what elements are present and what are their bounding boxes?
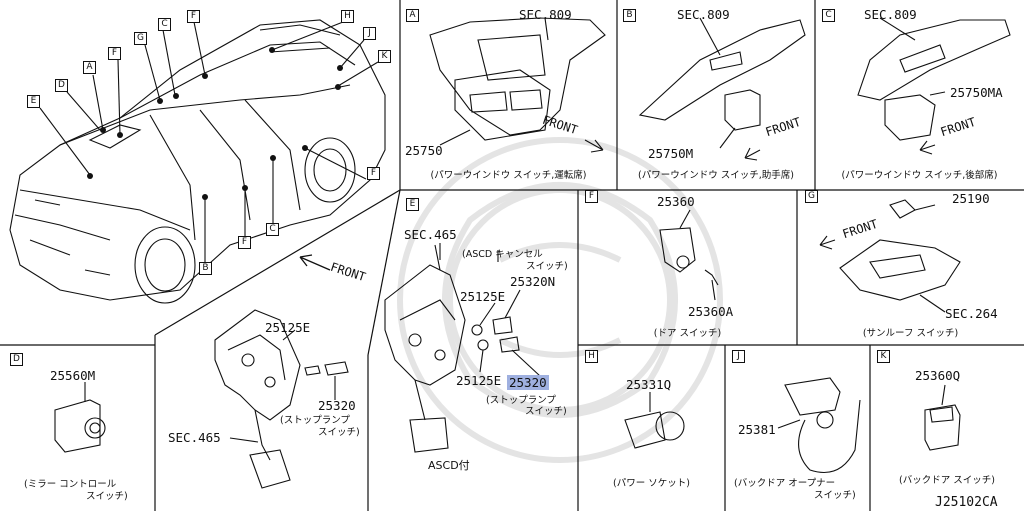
panel-a-sec: SEC.809 [519, 7, 572, 22]
panel-h-part: 25331Q [626, 377, 672, 392]
panel-e-sec: SEC.465 [404, 227, 457, 242]
callout-f3[interactable]: F [367, 167, 380, 180]
d-switch-drawing [54, 382, 106, 453]
panel-e-ascd-caption-2: スイッチ) [526, 261, 568, 272]
panel-a-part: 25750 [405, 143, 443, 158]
callout-j[interactable]: J [363, 27, 376, 40]
panel-e-letter: E [406, 198, 419, 211]
car-connector-dots [87, 47, 343, 200]
left-pedal-assembly [214, 309, 349, 489]
panel-d-caption-2: スイッチ) [86, 491, 128, 502]
callout-f[interactable]: F [187, 10, 200, 23]
panel-j-letter: J [732, 350, 745, 363]
car-illustration [9, 19, 386, 304]
callout-g[interactable]: G [134, 32, 147, 45]
k-switch-drawing [924, 384, 961, 451]
panel-e-part-25125e-bottom: 25125E [456, 373, 502, 388]
c-switch-drawing [857, 17, 1011, 155]
panel-k-part: 25360Q [915, 368, 961, 383]
panel-e-ascd-caption-1: (ASCD キャンセル [462, 249, 543, 260]
callout-a[interactable]: A [83, 61, 96, 74]
panel-f-caption: (ドア スイッチ) [653, 328, 722, 339]
panel-e-part-25320-highlighted[interactable]: 25320 [507, 375, 549, 390]
a-switch-drawing [429, 17, 606, 153]
panel-h-letter: H [585, 350, 598, 363]
panel-f-part-25360: 25360 [657, 194, 695, 209]
callout-b[interactable]: B [199, 262, 212, 275]
callout-c[interactable]: C [158, 18, 171, 31]
e-pedal-assembly [384, 243, 541, 453]
panel-d-part: 25560M [50, 368, 96, 383]
panel-f-letter: F [585, 190, 598, 203]
panel-d-letter: D [10, 353, 23, 366]
panel-f-part-25360a: 25360A [688, 304, 734, 319]
diagram-code: J25102CA [935, 495, 998, 510]
left-front-arrow [299, 254, 331, 271]
callout-d[interactable]: D [55, 79, 68, 92]
panel-k-letter: K [877, 350, 890, 363]
panel-c-part: 25750MA [950, 85, 1003, 100]
callout-c2[interactable]: C [266, 223, 279, 236]
panel-b-caption: (パワーウインドウ スイッチ,助手席) [638, 170, 794, 181]
panel-g-caption: (サンルーフ スイッチ) [862, 328, 959, 339]
left-part-25125e: 25125E [265, 320, 311, 335]
panel-h-caption: (パワー ソケット) [613, 478, 690, 489]
panel-e-part-25125e-top: 25125E [460, 289, 506, 304]
panel-k-caption: (バックドア スイッチ) [899, 475, 995, 486]
panel-e-stop-caption-1: (ストップランプ [486, 395, 556, 406]
panel-a-letter: A [406, 9, 419, 22]
left-sec-465: SEC.465 [168, 430, 221, 445]
panel-d-caption-1: (ミラー コントロール [24, 479, 117, 490]
panel-c-sec: SEC.809 [864, 7, 917, 22]
g-switch-drawing [819, 199, 961, 313]
callout-k[interactable]: K [378, 50, 391, 63]
panel-b-letter: B [623, 9, 636, 22]
panel-e-part-25320n: 25320N [510, 274, 556, 289]
panel-e-stop-caption-2: スイッチ) [525, 406, 567, 417]
panel-b-part: 25750M [648, 146, 694, 161]
panel-g-part: 25190 [952, 191, 990, 206]
panel-c-caption: (パワーウインドウ スイッチ,後部席) [841, 170, 998, 181]
h-socket-drawing [624, 392, 685, 449]
callout-h[interactable]: H [341, 10, 354, 23]
left-stop-caption-2: スイッチ) [318, 427, 360, 438]
callout-e[interactable]: E [27, 95, 40, 108]
left-stop-caption-1: (ストップランプ [280, 415, 350, 426]
panel-j-caption-1: (バックドア オープナー [734, 478, 836, 489]
panel-c-letter: C [822, 9, 835, 22]
panel-j-part: 25381 [738, 422, 776, 437]
j-switch-drawing [777, 377, 861, 474]
panel-j-caption-2: スイッチ) [814, 490, 856, 501]
f-switch-drawing [659, 209, 719, 301]
panel-e-ascd-label: ASCD付 [428, 459, 470, 472]
panel-b-sec: SEC.809 [677, 7, 730, 22]
panel-g-letter: G [805, 190, 818, 203]
b-switch-drawing [638, 17, 806, 161]
panel-a-caption: (パワーウインドウ スイッチ,運転席) [430, 170, 587, 181]
callout-f2[interactable]: F [108, 47, 121, 60]
callout-f4[interactable]: F [238, 236, 251, 249]
left-part-25320: 25320 [318, 398, 356, 413]
panel-g-sec: SEC.264 [945, 306, 998, 321]
